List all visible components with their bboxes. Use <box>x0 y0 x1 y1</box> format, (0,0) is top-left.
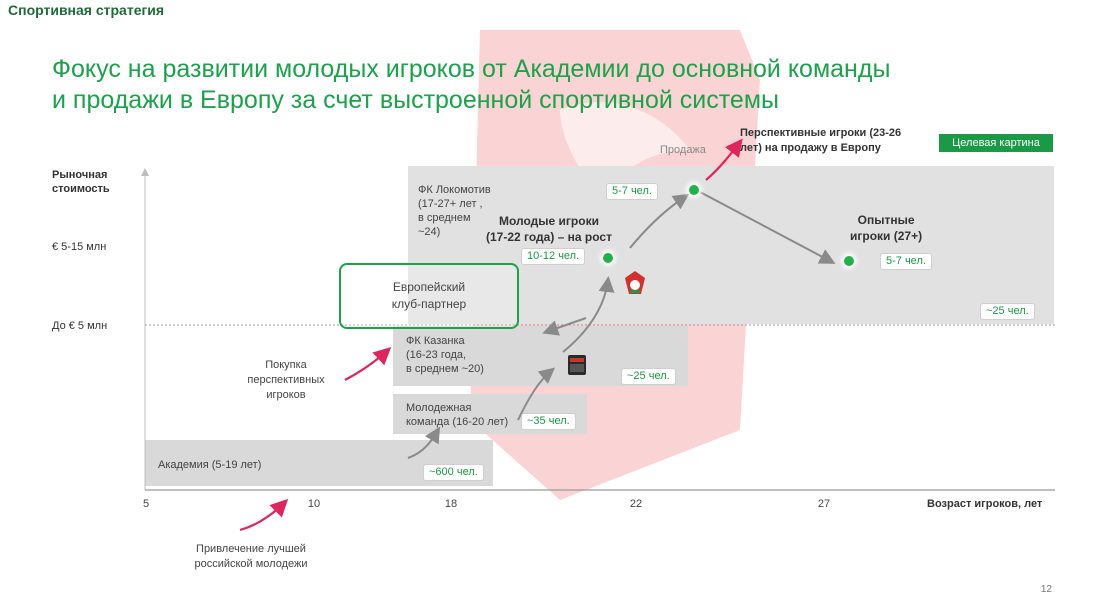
sale-label: Продажа <box>660 144 706 156</box>
arrow-to-young-players <box>562 276 615 353</box>
arrow-academy-to-youth <box>407 426 441 459</box>
arrow-sale-to-experienced <box>699 191 836 264</box>
experienced-count: 5-7 чел. <box>880 253 932 270</box>
young-players-count: 10-12 чел. <box>521 248 586 265</box>
arrow-kazanka-to-partner <box>542 317 587 336</box>
section-label: Спортивная стратегия <box>8 2 165 18</box>
experienced-label: Опытные игроки (27+) <box>850 213 923 243</box>
arrow-sale-to-europe <box>705 138 743 181</box>
kazanka-label: ФК Казанка (16-23 года, в среднем ~20) <box>406 335 484 375</box>
recruit-annotation: Привлечение лучшей российской молодежи <box>194 543 308 570</box>
x-tick: 22 <box>629 498 643 510</box>
arrow-young-to-sale <box>629 193 690 249</box>
arrow-recruit <box>239 498 289 532</box>
title-line-1: Фокус на развитии молодых игроков от Ака… <box>52 55 891 83</box>
sale-count: 5-7 чел. <box>606 183 658 200</box>
x-tick: 27 <box>817 498 831 510</box>
kazanka-logo-icon <box>568 355 586 375</box>
lokomotiv-logo-icon <box>625 271 645 294</box>
academy-count: ~600 чел. <box>423 464 484 481</box>
y-tick-low: До € 5 млн <box>52 320 108 332</box>
target-picture-badge: Целевая картина <box>939 134 1053 152</box>
lokomotiv-band <box>408 166 1054 324</box>
arrow-purchase <box>344 347 392 381</box>
arrow-youth-to-kazanka <box>517 367 556 421</box>
academy-label: Академия (5-19 лет) <box>158 459 262 471</box>
experienced-dot <box>844 256 854 266</box>
young-players-dot <box>603 253 613 263</box>
youth-team-label: Молодежная команда (16-20 лет) <box>406 402 509 428</box>
kazanka-count: ~25 чел. <box>621 368 676 385</box>
x-tick: 18 <box>444 498 458 510</box>
purchase-annotation: Покупка перспективных игроков <box>247 359 325 401</box>
x-axis-label: Возраст игроков, лет <box>927 498 1043 510</box>
y-axis-label: Рыночная стоимость <box>52 169 110 195</box>
lokomotiv-label: ФК Локомотив (17-27+ лет , в среднем ~24… <box>418 184 491 238</box>
y-tick-high: € 5-15 млн <box>52 241 107 253</box>
prospects-label: Перспективные игроки (23-26 лет) на прод… <box>740 127 902 154</box>
youth-team-count: ~35 чел. <box>521 413 576 430</box>
x-tick: 5 <box>142 498 150 510</box>
lokomotiv-count: ~25 чел. <box>980 303 1035 320</box>
title-line-2: и продажи в Европу за счет выстроенной с… <box>52 86 779 114</box>
sale-dot <box>689 185 699 195</box>
european-partner-box: Европейский клуб-партнер <box>339 263 519 329</box>
young-players-label: Молодые игроки (17-22 года) – на рост <box>486 214 612 244</box>
page-number: 12 <box>1040 584 1052 595</box>
x-tick: 10 <box>307 498 321 510</box>
page-title: Фокус на развитии молодых игроков от Ака… <box>52 54 1052 116</box>
